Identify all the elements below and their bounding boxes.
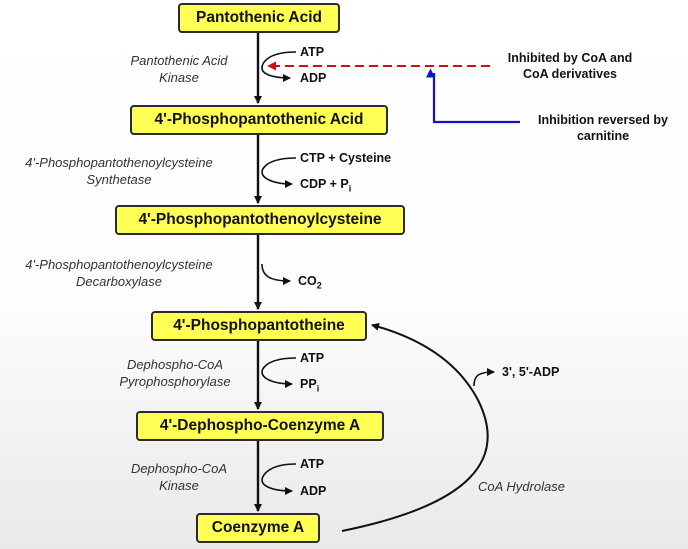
reversal-arrow — [426, 68, 520, 124]
cofactor-adp-2: ADP — [300, 484, 327, 498]
cofactor-ctp-cysteine: CTP + Cysteine — [300, 151, 392, 165]
cofactor-curve-5 — [261, 463, 297, 495]
cofactor-co2: CO2 — [298, 274, 322, 293]
note-line: Inhibition reversed by — [538, 113, 668, 127]
cofactor-curve-3 — [261, 263, 291, 285]
cofactor-atp-1: ATP — [300, 45, 325, 59]
enzyme-label-line: Kinase — [159, 70, 199, 85]
cofactor-curve-1 — [261, 51, 297, 82]
enzyme-ppc-decarboxylase: 4'-Phosphopantothenoylcysteine Decarboxy… — [6, 256, 232, 290]
cofactor-atp-2: ATP — [300, 351, 325, 365]
compound-coenzyme-a: Coenzyme A — [196, 513, 320, 543]
enzyme-label-line: Dephospho-CoA — [126, 357, 224, 372]
note-line: Inhibited by CoA and — [507, 51, 633, 65]
enzyme-label-line: Kinase — [159, 478, 199, 493]
cofactor-adp-1: ADP — [300, 71, 327, 85]
cofactor-curve-4 — [261, 357, 297, 388]
enzyme-label-line: 4'-Phosphopantothenoylcysteine — [25, 155, 213, 170]
hydrolase-arc — [341, 322, 489, 532]
enzyme-label-line: Pyrophosphorylase — [119, 374, 231, 389]
enzyme-dephospho-coa-kinase: Dephospho-CoA Kinase — [104, 460, 254, 494]
compound-phosphopantothenoylcysteine: 4'-Phosphopantothenoylcysteine — [115, 205, 405, 235]
enzyme-pantothenic-acid-kinase: Pantothenic Acid Kinase — [104, 52, 254, 86]
enzyme-label-line: Dephospho-CoA — [130, 461, 228, 476]
compound-phosphopantotheine: 4'-Phosphopantotheine — [151, 311, 367, 341]
compound-phosphopantothenic-acid: 4'-Phosphopantothenic Acid — [130, 105, 388, 135]
cofactor-curve-2 — [261, 157, 297, 188]
note-reversal: Inhibition reversed by carnitine — [520, 112, 686, 144]
cofactor-ppi: PPi — [300, 377, 319, 396]
compound-pantothenic-acid: Pantothenic Acid — [178, 3, 340, 33]
cofactor-subscript: i — [316, 383, 320, 394]
cofactor-atp-3: ATP — [300, 457, 325, 471]
enzyme-label-line: Synthetase — [86, 172, 152, 187]
cofactor-subscript: i — [348, 183, 352, 194]
cofactor-cdp-pi-text: CDP + P — [300, 177, 349, 191]
note-line: CoA derivatives — [522, 67, 618, 81]
cofactor-3-5-adp: 3', 5'-ADP — [502, 365, 560, 379]
cofactor-cdp-pi: CDP + Pi — [300, 177, 351, 196]
cofactor-ppi-text: PP — [300, 377, 317, 391]
compound-dephospho-coenzyme-a: 4'-Dephospho-Coenzyme A — [136, 411, 384, 441]
note-line: carnitine — [576, 129, 630, 143]
enzyme-dephospho-coa-pyrophosphorylase: Dephospho-CoA Pyrophosphorylase — [100, 356, 250, 390]
enzyme-label-line: Pantothenic Acid — [130, 53, 228, 68]
note-inhibition: Inhibited by CoA and CoA derivatives — [490, 50, 650, 82]
enzyme-label-line: 4'-Phosphopantothenoylcysteine — [25, 257, 213, 272]
enzyme-label-line: Decarboxylase — [76, 274, 162, 289]
cofactor-co2-text: CO — [298, 274, 317, 288]
cofactor-subscript: 2 — [316, 280, 322, 291]
hydrolase-branch — [473, 368, 495, 387]
enzyme-coa-hydrolase: CoA Hydrolase — [478, 479, 565, 494]
enzyme-ppc-synthetase: 4'-Phosphopantothenoylcysteine Synthetas… — [6, 154, 232, 188]
